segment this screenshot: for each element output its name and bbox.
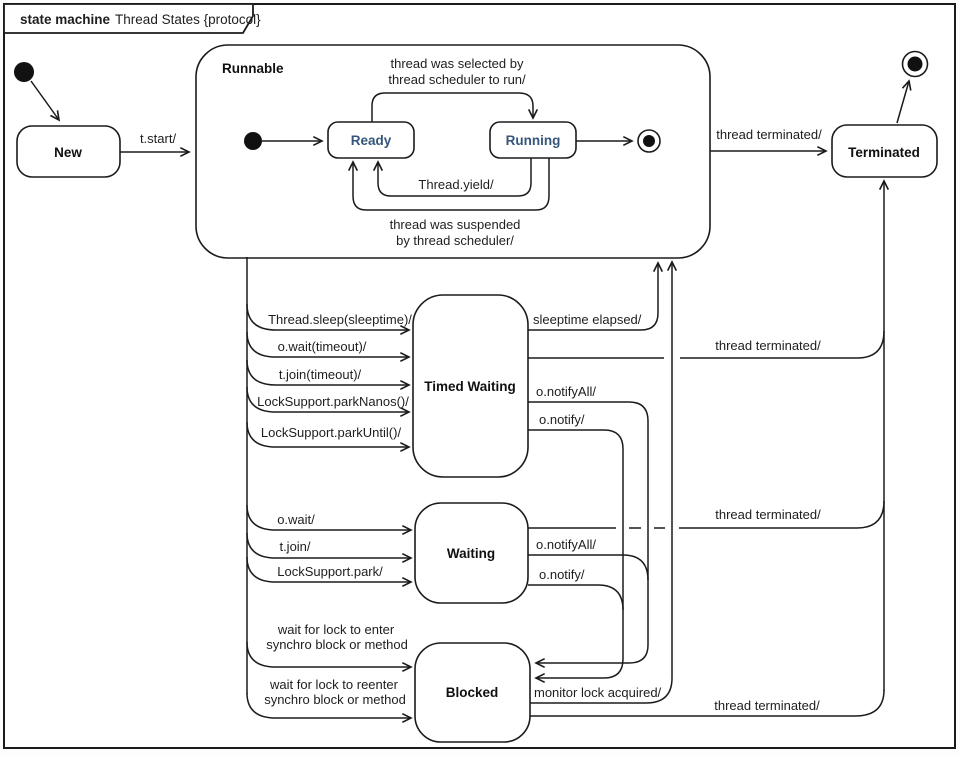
transition-lock-reenter-label-2: synchro block or method [264,692,406,707]
transition-o-wait-label: o.wait/ [277,512,315,527]
transition-waiting-notifyall-label: o.notifyAll/ [536,537,596,552]
transition-suspended-label-1: thread was suspended [390,217,521,232]
transition-monitor-lock-acquired [530,260,678,704]
transition-suspended [347,158,550,211]
transition-park-until [246,421,411,453]
state-running [489,121,577,159]
diagram-title: state machine Thread States {protocol} [20,12,261,27]
transition-lock-enter [246,641,413,673]
transition-thread-sleep [246,303,411,336]
transition-thread-yield [372,158,532,197]
transition-t-join-label: t.join/ [279,539,310,554]
transition-selected-label-1: thread was selected by [391,56,524,71]
transition-timed-notifyall [528,401,649,669]
transition-thread-sleep-label: Thread.sleep(sleeptime)/ [268,312,412,327]
state-runnable-label: Runnable [222,61,284,76]
transition-yield-label: Thread.yield/ [418,177,494,192]
transition-terminated-to-final [896,79,912,124]
title-tab [3,3,254,34]
transition-timed-notifyall-label: o.notifyAll/ [536,384,596,399]
runnable-initial-dot [244,132,262,150]
state-new-label: New [54,145,82,160]
diagram-title-name: Thread States {protocol} [115,12,261,27]
transition-timed-notify [528,429,624,684]
state-timed-waiting [412,294,529,478]
transition-t-join [246,532,413,564]
transition-lock-reenter-label-1: wait for lock to reenter [269,677,399,692]
transition-timed-notify-label: o.notify/ [539,412,585,427]
transition-sleeptime-elapsed [528,261,664,331]
transition-blocked-terminated [530,689,885,717]
transition-locksupport-park [246,556,413,588]
state-terminated-label: Terminated [848,145,920,160]
transition-monitor-lock-label: monitor lock acquired/ [534,685,662,700]
state-waiting-label: Waiting [447,546,495,561]
transition-lock-enter-label-1: wait for lock to enter [277,622,395,637]
terminated-final-state-inner [907,56,923,72]
state-blocked [414,642,531,743]
transition-lock-enter-label-2: synchro block or method [266,637,408,652]
transition-blocked-terminated-label: thread terminated/ [714,698,820,713]
transition-waiting-notifyall [528,554,649,581]
transition-ready-to-running [371,92,539,122]
transition-sleeptime-elapsed-label: sleeptime elapsed/ [533,312,642,327]
state-terminated [831,124,938,178]
transition-join-timeout [246,359,411,391]
state-blocked-label: Blocked [446,685,499,700]
transition-wait-timeout [246,331,411,363]
diagram-title-keyword: state machine [20,12,111,27]
state-ready-label: Ready [351,133,392,148]
transition-selected-label-2: thread scheduler to run/ [388,72,526,87]
transition-o-wait [246,504,413,536]
initial-state-dot [14,62,34,82]
transition-suspended-label-2: by thread scheduler/ [396,233,514,248]
transition-t-start-label: t.start/ [140,131,177,146]
transition-locksupport-park-label: LockSupport.park/ [277,564,383,579]
transition-waiting-notify-label: o.notify/ [539,567,585,582]
transition-timed-terminated-label: thread terminated/ [715,338,821,353]
transition-initial-to-new [30,80,61,122]
transition-join-timeout-label: t.join(timeout)/ [279,367,362,382]
runnable-final-state-inner [643,135,655,147]
transition-park-nanos-label: LockSupport.parkNanos()/ [257,394,409,409]
transition-waiting-notify [528,584,624,611]
transition-wait-timeout-label: o.wait(timeout)/ [278,339,367,354]
transition-park-until-label: LockSupport.parkUntil()/ [261,425,402,440]
state-ready [327,121,415,159]
transition-lock-reenter [246,692,413,724]
state-running-label: Running [506,133,561,148]
transition-waiting-terminated-label: thread terminated/ [715,507,821,522]
transition-park-nanos [246,386,411,418]
state-timed-waiting-label: Timed Waiting [424,379,516,394]
transition-runnable-terminated-label: thread terminated/ [716,127,822,142]
state-waiting [414,502,529,604]
